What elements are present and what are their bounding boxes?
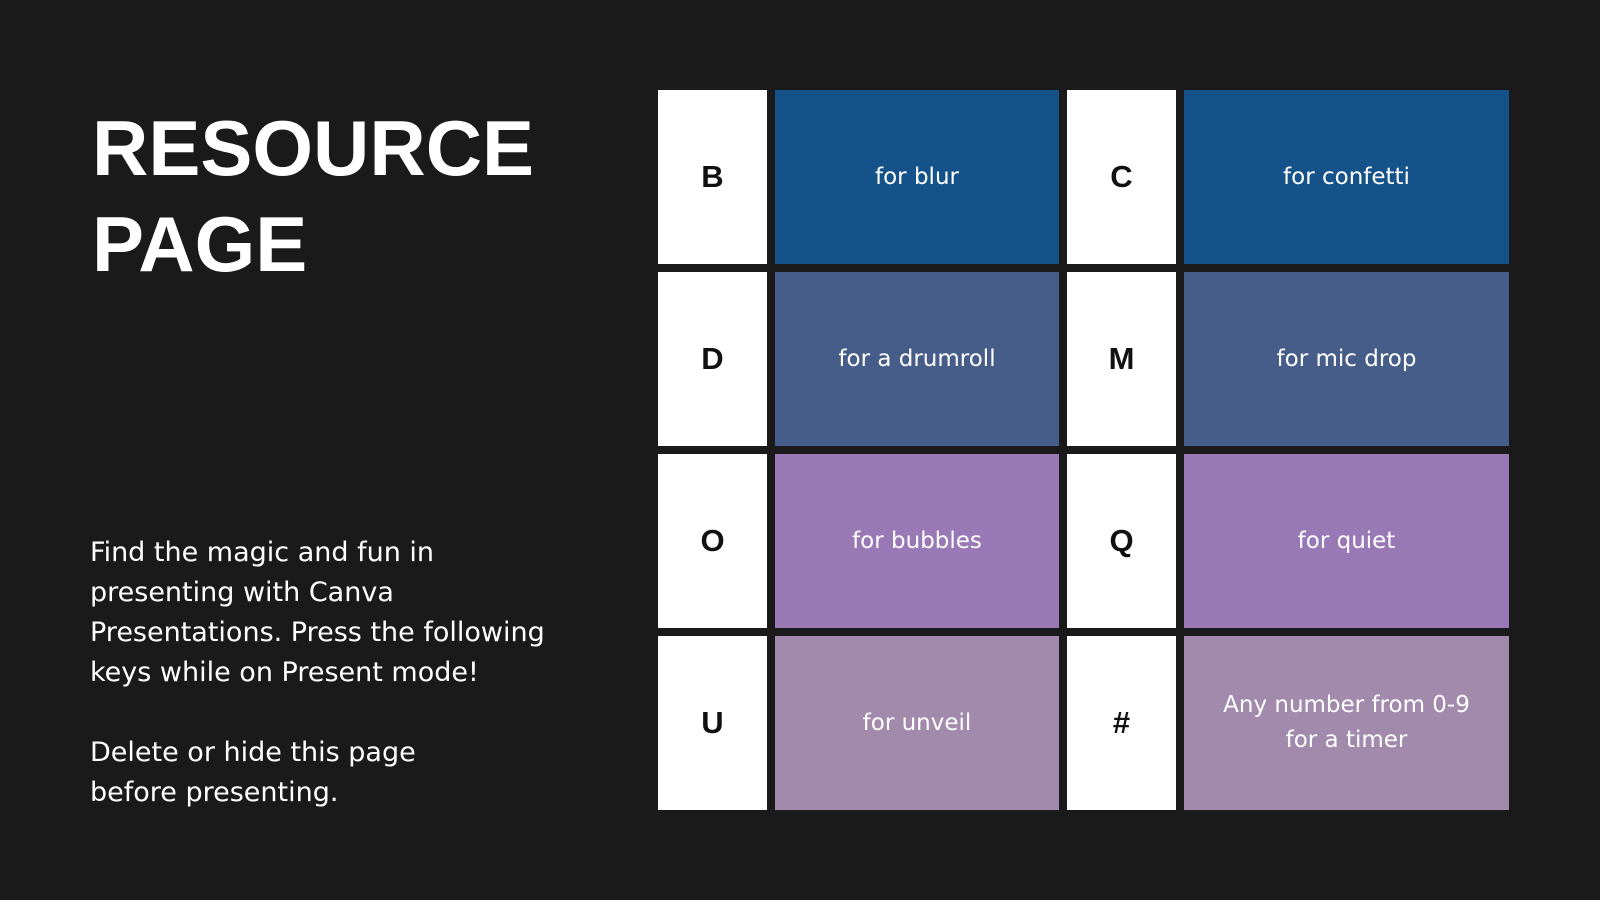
delete-note-text: Delete or hide this page before presenti… [90,737,416,808]
key-b: B [658,90,767,264]
key-m: M [1067,272,1176,446]
page-title: RESOURCE PAGE [92,100,612,292]
shortcut-table: B for blur C for confetti D for a drumro… [658,90,1510,810]
action-timer-line-2: for a timer [1285,727,1408,753]
action-drumroll: for a drumroll [775,272,1059,446]
page-title-line-1: RESOURCE [92,104,535,192]
key-d: D [658,272,767,446]
action-timer: Any number from 0-9 for a timer [1184,636,1509,810]
action-quiet: for quiet [1184,454,1509,628]
intro-text: Find the magic and fun in presenting wit… [90,537,545,688]
key-q: Q [1067,454,1176,628]
action-blur: for blur [775,90,1059,264]
key-o: O [658,454,767,628]
key-c: C [1067,90,1176,264]
action-unveil: for unveil [775,636,1059,810]
action-mic-drop: for mic drop [1184,272,1509,446]
action-timer-line-1: Any number from 0-9 [1223,692,1470,718]
action-confetti: for confetti [1184,90,1509,264]
page-title-line-2: PAGE [92,200,308,288]
action-bubbles: for bubbles [775,454,1059,628]
key-hash: # [1067,636,1176,810]
key-u: U [658,636,767,810]
